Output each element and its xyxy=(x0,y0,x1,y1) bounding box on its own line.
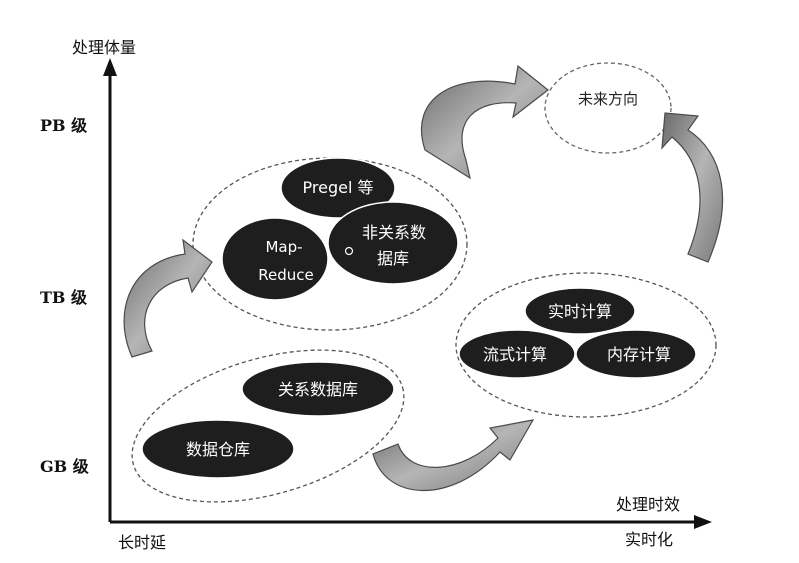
stream-compute-ellipse xyxy=(458,329,576,379)
y-axis-arrowhead xyxy=(103,58,117,76)
inmemory-compute-ellipse xyxy=(575,329,697,379)
batch-group-boundary xyxy=(192,157,468,331)
x-axis-end-label: 实时化 xyxy=(625,530,673,549)
relational-db-ellipse xyxy=(241,361,395,417)
curved-arrow-right xyxy=(661,112,724,263)
mapreduce-label-line1: Map- xyxy=(265,238,302,256)
level-label-gb: GB 级 xyxy=(40,457,90,476)
traditional-group-boundary xyxy=(131,349,405,503)
level-label-pb: PB 级 xyxy=(40,116,88,135)
curved-arrow-bottom xyxy=(372,419,535,492)
inmemory-compute-label: 内存计算 xyxy=(607,345,671,364)
realtime-compute-ellipse xyxy=(524,287,636,335)
stream-compute-label: 流式计算 xyxy=(483,345,547,364)
mapreduce-ellipse xyxy=(221,217,329,301)
mapreduce-label-line2: Reduce xyxy=(258,266,313,284)
data-warehouse-label: 数据仓库 xyxy=(186,440,250,459)
future-direction-boundary xyxy=(544,62,672,154)
pregel-label: Pregel 等 xyxy=(303,178,374,197)
realtime-compute-label: 实时计算 xyxy=(548,302,612,321)
nosql-label-line1: 非关系数 xyxy=(362,223,426,242)
x-axis-title: 处理时效 xyxy=(616,495,680,514)
nosql-marker xyxy=(344,246,354,256)
relational-db-label: 关系数据库 xyxy=(278,380,358,399)
future-direction-label: 未来方向 xyxy=(578,90,638,108)
level-label-tb: TB 级 xyxy=(40,288,88,307)
realtime-group-boundary xyxy=(455,272,717,418)
x-axis-arrowhead xyxy=(694,515,712,529)
data-warehouse-ellipse xyxy=(141,419,295,479)
y-axis-title: 处理体量 xyxy=(72,38,136,57)
curved-arrow-top xyxy=(420,64,549,180)
nosql-label-line2: 据库 xyxy=(377,249,409,268)
nosql-ellipse xyxy=(327,201,459,285)
x-axis-start-label: 长时延 xyxy=(118,533,166,552)
pregel-ellipse xyxy=(280,157,396,219)
curved-arrow-left xyxy=(123,238,213,358)
